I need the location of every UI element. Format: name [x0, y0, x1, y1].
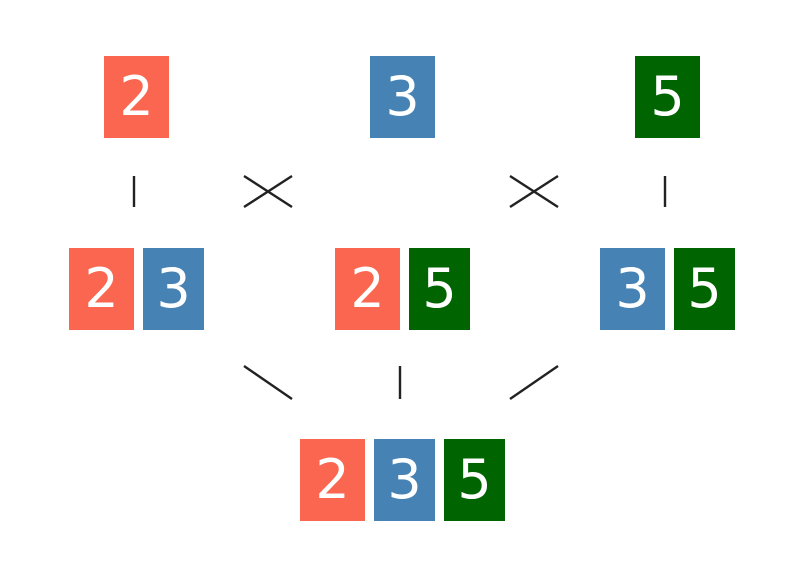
tile-3: 3 [370, 56, 435, 138]
tile-3: 3 [143, 248, 204, 330]
tile-2: 2 [335, 248, 400, 330]
tile-3: 3 [374, 439, 435, 521]
tile-2: 2 [69, 248, 134, 330]
edge-23-to-235 [243, 365, 293, 400]
tile-5: 5 [635, 56, 700, 138]
tile-3: 3 [600, 248, 665, 330]
tile-5: 5 [444, 439, 505, 521]
edge-35-to-235 [509, 365, 559, 400]
tile-2: 2 [300, 439, 365, 521]
tile-5: 5 [674, 248, 735, 330]
tile-5: 5 [409, 248, 470, 330]
edge-5-to-25 [509, 174, 559, 209]
tile-2: 2 [104, 56, 169, 138]
edge-3-to-23 [243, 174, 293, 209]
